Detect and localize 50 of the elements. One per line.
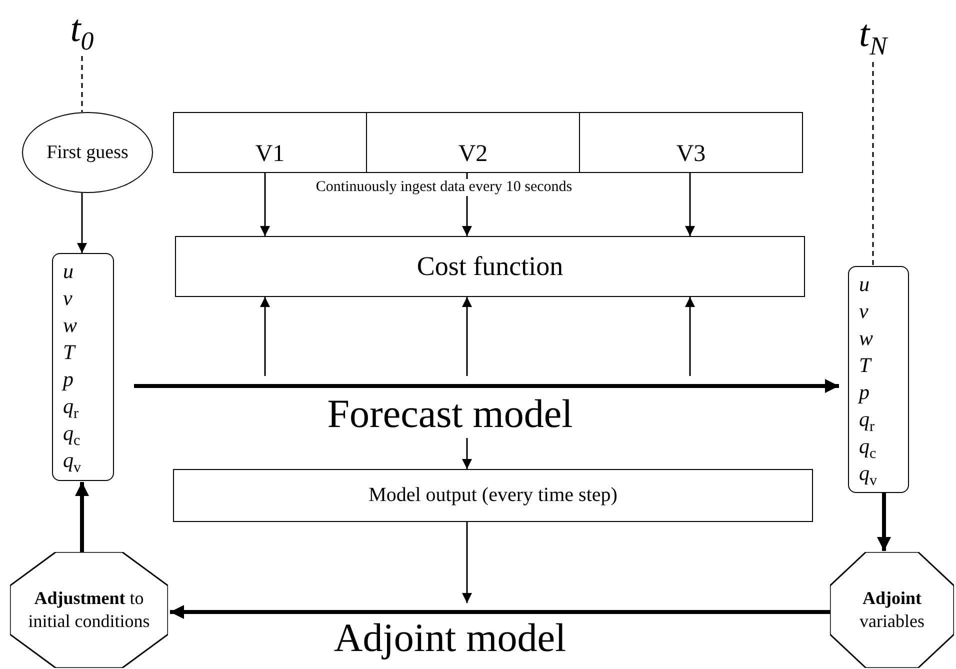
- variable-list-box: [848, 266, 909, 493]
- variable-symbol: q$_{v}$: [63, 447, 81, 474]
- node-text: V1: [255, 141, 285, 168]
- variable-symbol: q$_{r}$: [63, 393, 78, 420]
- node-text: V2: [458, 141, 488, 168]
- arrow: [170, 605, 830, 619]
- node-text: Model output (every time step): [368, 484, 618, 507]
- arrow: [685, 173, 695, 236]
- dashed-line: [872, 62, 874, 266]
- table-cell-box: [173, 112, 367, 173]
- node-text: V3: [676, 141, 706, 168]
- arrow: [877, 493, 891, 551]
- table-cell-box: [579, 112, 803, 173]
- process-box: [175, 236, 805, 297]
- note-text: Continuously ingest data every 10 seconds: [314, 179, 574, 196]
- arrow: [685, 297, 695, 376]
- arrow: [462, 297, 472, 376]
- process-box: [173, 469, 813, 522]
- variable-symbol: q$_{r}$: [859, 406, 874, 433]
- octagon-node: [10, 552, 168, 668]
- time-label: t$_{0}$: [70, 7, 94, 57]
- variable-symbol: u: [859, 271, 870, 298]
- arrow: [260, 173, 270, 236]
- node-text: Adjustment to initial conditions: [27, 587, 151, 633]
- variable-symbol: u: [63, 258, 74, 285]
- variable-symbol: T: [859, 352, 871, 379]
- arrow: [260, 297, 270, 376]
- variable-symbol: T: [63, 339, 75, 366]
- node-text: Cost function: [416, 251, 564, 282]
- variable-symbol: p: [859, 379, 870, 406]
- node-text: Adjoint variables: [858, 587, 926, 633]
- time-label: t$_{N}$: [859, 12, 887, 62]
- node-text: First guess: [46, 142, 128, 164]
- variable-symbol: q$_{v}$: [859, 460, 877, 487]
- variable-symbol: q$_{c}$: [859, 433, 876, 460]
- variable-symbol: p: [63, 366, 74, 393]
- variable-symbol: q$_{c}$: [63, 420, 80, 447]
- octagon-node: [830, 552, 954, 668]
- arrow: [462, 438, 472, 469]
- arrow: [462, 522, 472, 603]
- table-cell-box: [366, 112, 580, 173]
- arrow: [75, 482, 89, 552]
- variable-symbol: w: [63, 312, 78, 339]
- variable-symbol: w: [859, 325, 874, 352]
- variable-symbol: v: [63, 285, 72, 312]
- variable-list-box: [52, 253, 114, 481]
- variable-symbol: v: [859, 298, 868, 325]
- dashed-line: [81, 56, 83, 112]
- arrow: [77, 193, 87, 253]
- arrow: [134, 379, 839, 393]
